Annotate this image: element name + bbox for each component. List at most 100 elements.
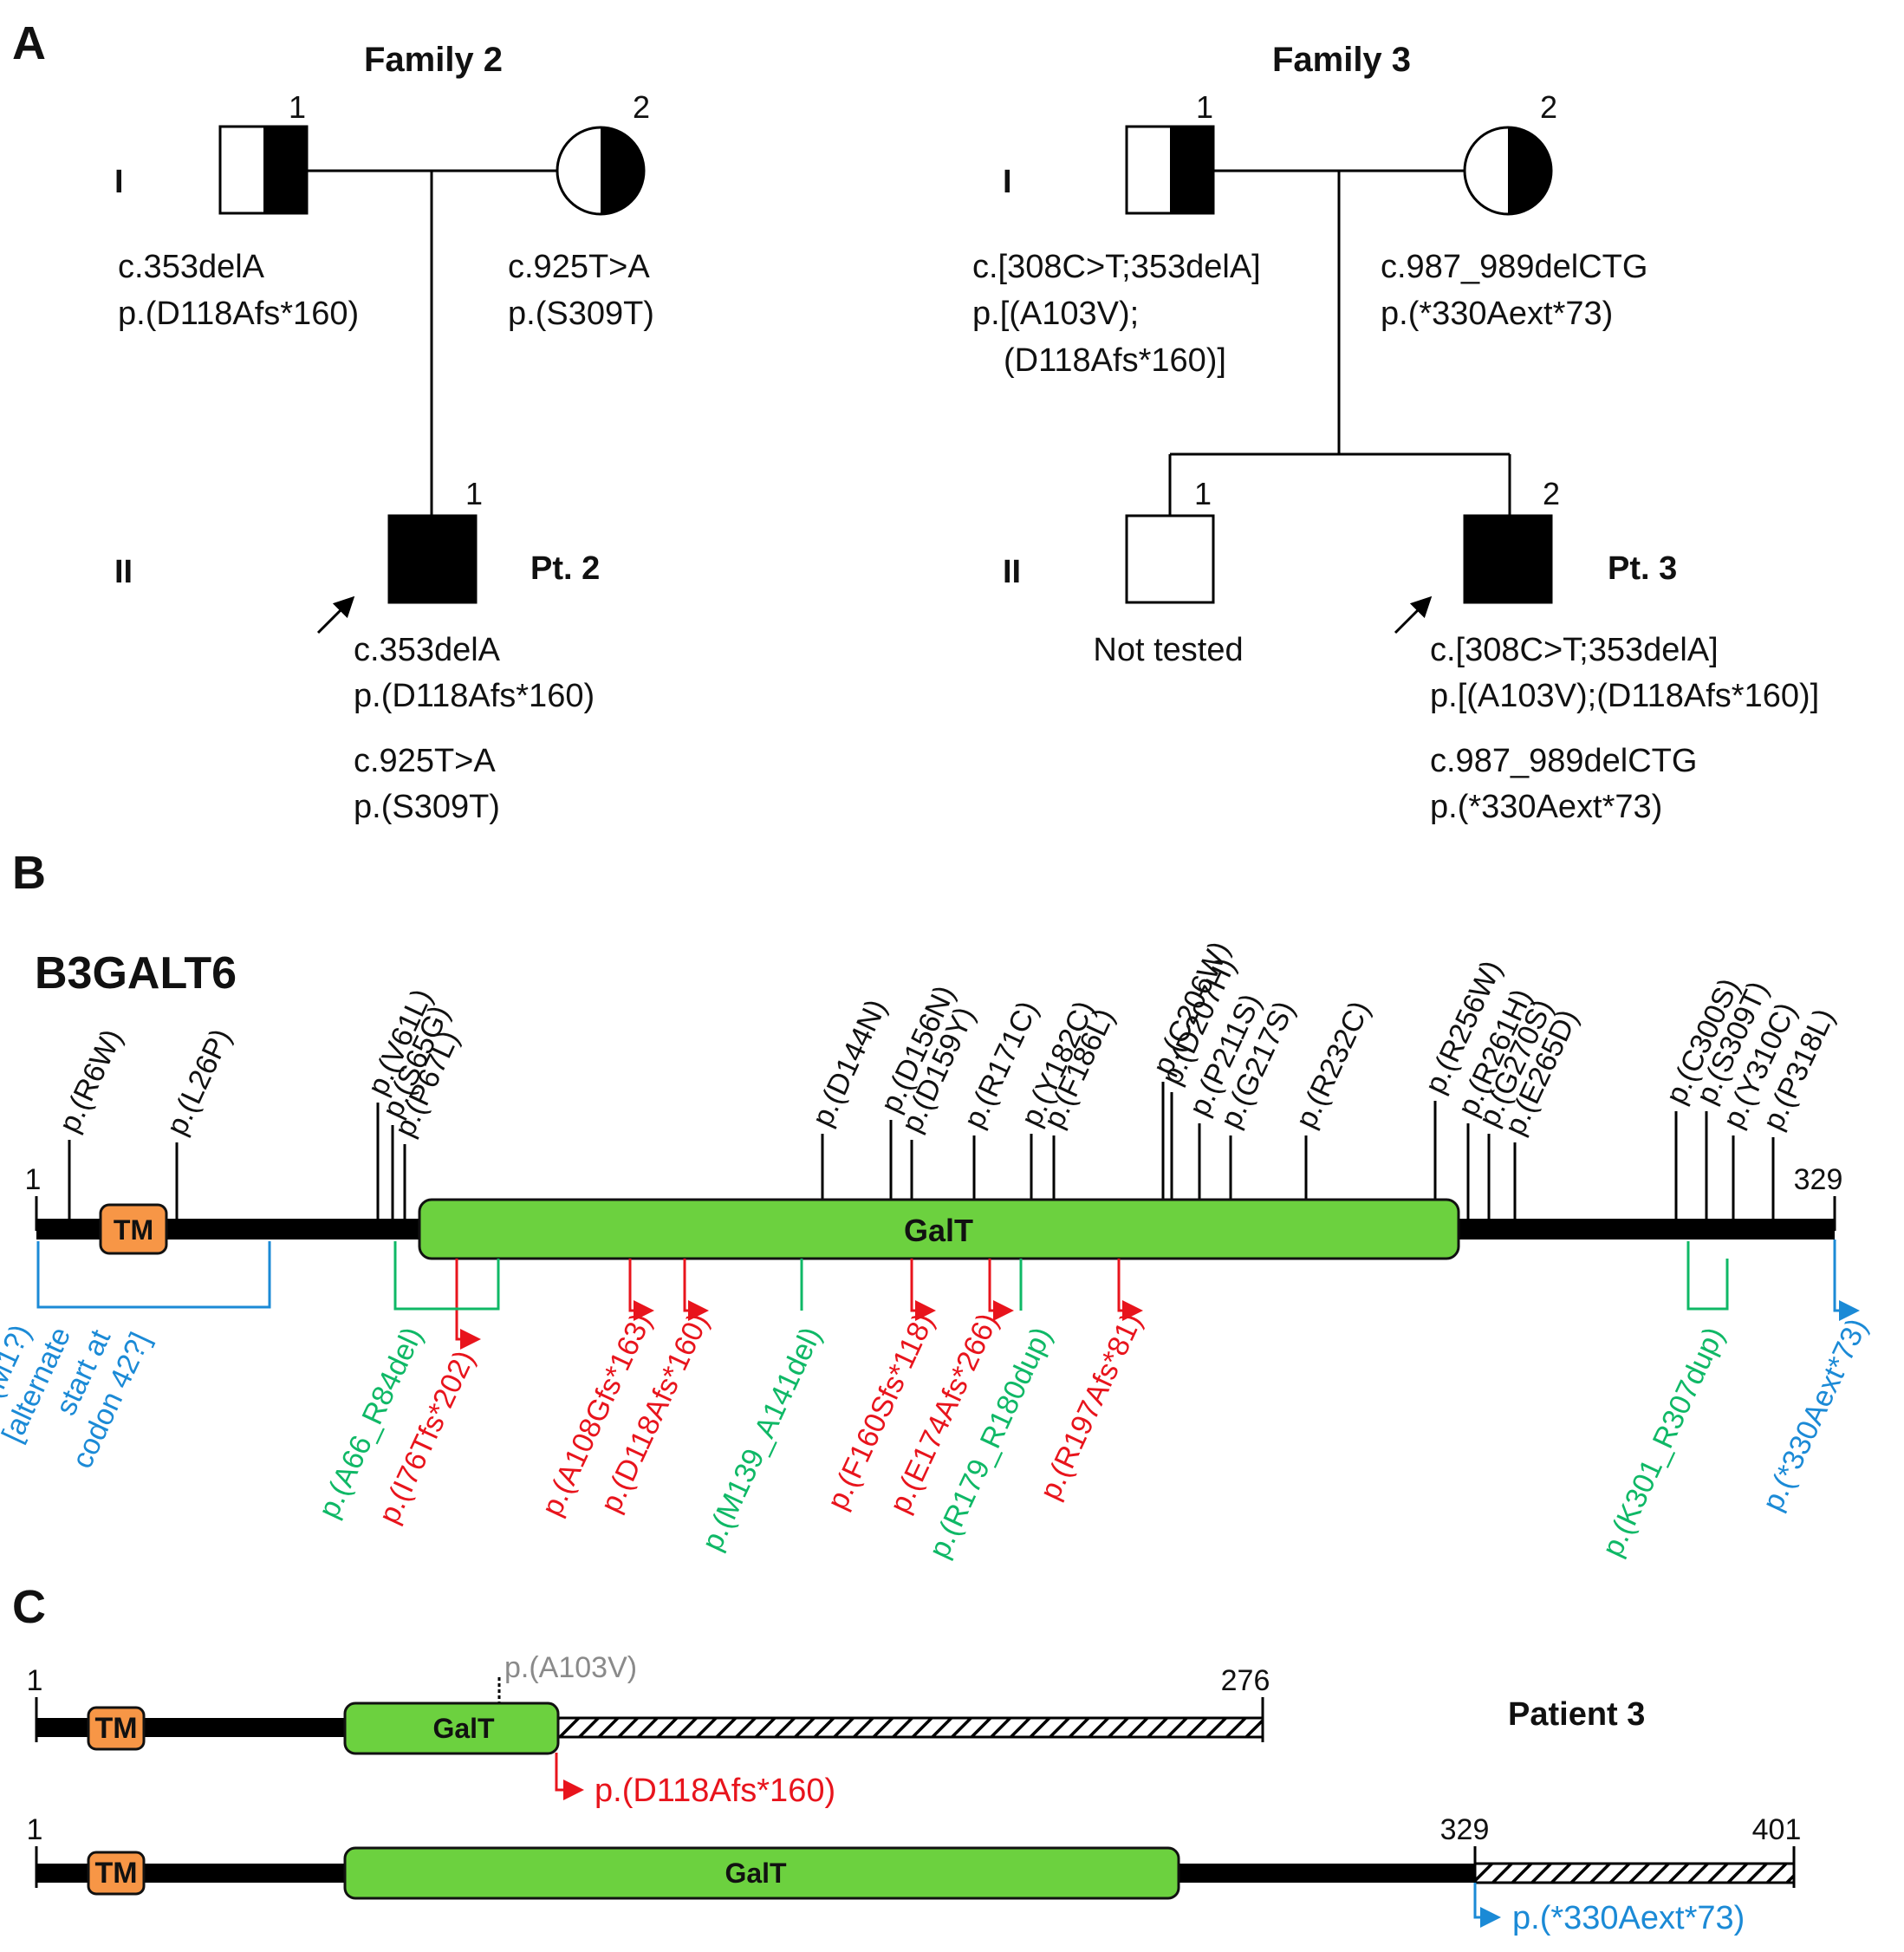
galt-domain: [343, 1846, 1180, 1900]
pedigree-family-2: Family 2 1 2 c.353delA p.(D118Afs*160) c…: [118, 41, 654, 825]
variant-text: p.[(A103V);(D118Afs*160)]: [1430, 678, 1819, 714]
panel-b: B B3GALT6 1 329 p.(R6W)p.(L26P)p.(V61L)p…: [0, 847, 1874, 1563]
family-3-title: Family 3: [1272, 41, 1411, 79]
inframe-label: p.(M139_A141del): [696, 1322, 829, 1556]
variant-text: p.(*330Aext*73): [1430, 789, 1662, 825]
panel-a: A I II I II Family 2 1 2 c.353delA p.(D1…: [12, 17, 1819, 825]
frameshift-arrow: [628, 1259, 654, 1321]
carrier-father-symbol: [218, 125, 309, 215]
inframe-bracket: [1686, 1241, 1729, 1311]
extension-arrow: [1473, 1883, 1501, 1928]
variant-text: p.(*330Aext*73): [1381, 296, 1613, 332]
unaffected-sibling-symbol: [1125, 514, 1215, 604]
sibling-status: Not tested: [1093, 632, 1243, 668]
individual-number: 2: [1543, 476, 1560, 511]
extension-label: p.(*330Aext*73): [1512, 1900, 1745, 1936]
tm-domain-label: TM: [94, 1712, 137, 1745]
tm-domain: [99, 1203, 168, 1255]
variant-text: p.[(A103V);: [972, 296, 1139, 332]
variant-text: c.353delA: [118, 249, 265, 285]
proband-arrow: [1394, 595, 1433, 634]
affected-patient-symbol: [1463, 514, 1553, 604]
variant-text: p.(D118Afs*160): [118, 296, 359, 332]
generation-label-i-family2: I: [114, 164, 124, 200]
frameshift-hatched-region: [555, 1716, 1264, 1739]
position-stop: 329: [1440, 1813, 1490, 1846]
patient-label: Pt. 3: [1608, 550, 1677, 587]
start-loss-bracket: [36, 1241, 271, 1309]
stop-loss-arrow: [1833, 1240, 1860, 1321]
galt-domain: [418, 1198, 1460, 1260]
affected-patient-symbol: [387, 514, 478, 604]
tm-domain-label: TM: [114, 1214, 153, 1246]
position-end: 276: [1221, 1664, 1270, 1697]
position-end: 329: [1794, 1163, 1843, 1196]
variant-text: c.[308C>T;353delA]: [1430, 632, 1719, 668]
pedigree-family-3: Family 3 1 2 c.[308C>T;353delA] p.[(A103…: [972, 41, 1819, 825]
individual-number: 2: [1540, 89, 1557, 125]
individual-number: 1: [1196, 89, 1213, 125]
missense-label: p.(R232C): [1290, 996, 1377, 1133]
patient-label: Pt. 2: [530, 550, 600, 587]
generation-label-ii-family2: II: [114, 554, 133, 590]
variant-text: c.[308C>T;353delA]: [972, 249, 1261, 285]
tm-domain: [87, 1706, 146, 1751]
carrier-father-symbol: [1125, 125, 1215, 215]
panel-label-c: C: [12, 1581, 46, 1633]
panel-label-a: A: [12, 17, 46, 69]
generation-label-i-family3: I: [1003, 164, 1012, 200]
gene-name: B3GALT6: [35, 948, 237, 999]
variant-text: c.925T>A: [508, 249, 650, 285]
generation-label-ii-family3: II: [1003, 554, 1021, 590]
position-start: 1: [25, 1163, 42, 1196]
individual-number: 1: [465, 476, 483, 511]
individual-number: 1: [1194, 476, 1212, 511]
galt-domain-label: GalT: [904, 1213, 973, 1248]
panel-label-b: B: [12, 847, 46, 899]
stop-loss-label: p.(*330Aext*73): [1756, 1313, 1874, 1516]
proband-arrow: [316, 595, 355, 634]
family-2-title: Family 2: [364, 41, 503, 79]
variant-text: p.(D118Afs*160): [354, 678, 595, 714]
stop-loss-variant: p.(*330Aext*73): [1756, 1240, 1874, 1516]
allele-1-truncated: 1 276 p.(A103V) GalT TM p.(D118Afs*160): [27, 1651, 1270, 1809]
variant-text: p.(S309T): [508, 296, 654, 332]
carrier-mother-symbol: [556, 126, 646, 216]
variant-text: c.987_989delCTG: [1430, 743, 1697, 779]
patient-3-label: Patient 3: [1508, 1696, 1645, 1733]
start-loss-variant: p.(M1?) [alternate start at codon 42?]: [0, 1241, 271, 1474]
variant-text: (D118Afs*160)]: [1004, 342, 1226, 379]
variant-text: c.987_989delCTG: [1381, 249, 1647, 285]
frameshift-arrow: [683, 1259, 709, 1321]
frameshift-label: p.(D118Afs*160): [595, 1773, 835, 1809]
carrier-mother-symbol: [1463, 126, 1553, 216]
missense-label: p.(A103V): [504, 1651, 637, 1684]
frameshift-arrow: [455, 1259, 481, 1350]
frameshift-arrow: [988, 1259, 1014, 1321]
tm-domain-label: TM: [94, 1857, 137, 1890]
individual-number: 2: [633, 89, 650, 125]
position-start: 1: [27, 1813, 43, 1846]
frameshift-arrow: [910, 1259, 936, 1321]
extension-hatched-region: [1473, 1862, 1796, 1884]
galt-domain-label: GalT: [432, 1713, 495, 1744]
galt-domain-label: GalT: [725, 1858, 787, 1889]
individual-number: 1: [289, 89, 306, 125]
missense-label: p.(R6W): [53, 1025, 129, 1138]
truncating-and-inframe-variants: p.(I76Tfs*202)p.(A108Gfs*163)p.(D118Afs*…: [312, 1241, 1731, 1563]
inframe-label: p.(K301_R307dup): [1595, 1322, 1731, 1561]
variant-text: c.353delA: [354, 632, 501, 668]
galt-domain-truncated: [343, 1701, 560, 1755]
frameshift-arrow: [1117, 1259, 1143, 1321]
frameshift-arrow: [555, 1753, 584, 1800]
position-end: 401: [1752, 1813, 1802, 1846]
missense-variants: p.(R6W)p.(L26P)p.(V61L)p.(S65G)p.(P67L)p…: [53, 936, 1841, 1219]
inframe-bracket: [393, 1241, 500, 1311]
missense-label: p.(D144N): [806, 994, 894, 1131]
tm-domain: [87, 1851, 146, 1896]
missense-label: p.(L26P): [160, 1024, 238, 1140]
panel-c: C Patient 3 1 276 p.(A103V) GalT TM p.(D…: [12, 1581, 1801, 1936]
allele-2-extended: 1 329 401 GalT TM p.(*330Aext*73): [27, 1813, 1802, 1936]
variant-text: p.(S309T): [354, 789, 500, 825]
